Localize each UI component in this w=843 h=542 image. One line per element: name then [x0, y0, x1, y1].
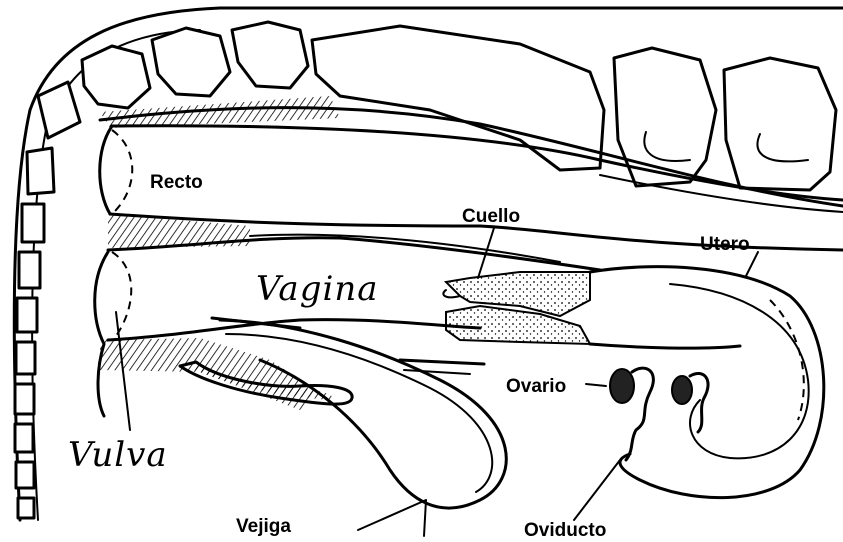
- label-cuello: Cuello: [462, 206, 520, 227]
- anus-dash: [112, 130, 132, 214]
- ovary-left: [610, 368, 653, 460]
- leader-oviducto: [574, 460, 620, 520]
- vulva-wall: [95, 252, 108, 416]
- label-vulva: Vulva: [68, 435, 168, 475]
- anus-wall: [100, 126, 112, 214]
- label-ovario: Ovario: [506, 376, 566, 397]
- bladder: [220, 320, 506, 508]
- leader-vejiga: [358, 500, 426, 536]
- leader-vulva: [116, 312, 130, 430]
- label-recto: Recto: [150, 172, 203, 193]
- label-vejiga: Vejiga: [236, 516, 291, 537]
- label-utero: Utero: [700, 234, 750, 255]
- label-oviducto: Oviducto: [524, 520, 606, 541]
- label-vagina: Vagina: [256, 269, 379, 309]
- vulva-dash: [112, 252, 131, 336]
- leader-ovario: [586, 384, 606, 386]
- leader-utero: [746, 252, 758, 276]
